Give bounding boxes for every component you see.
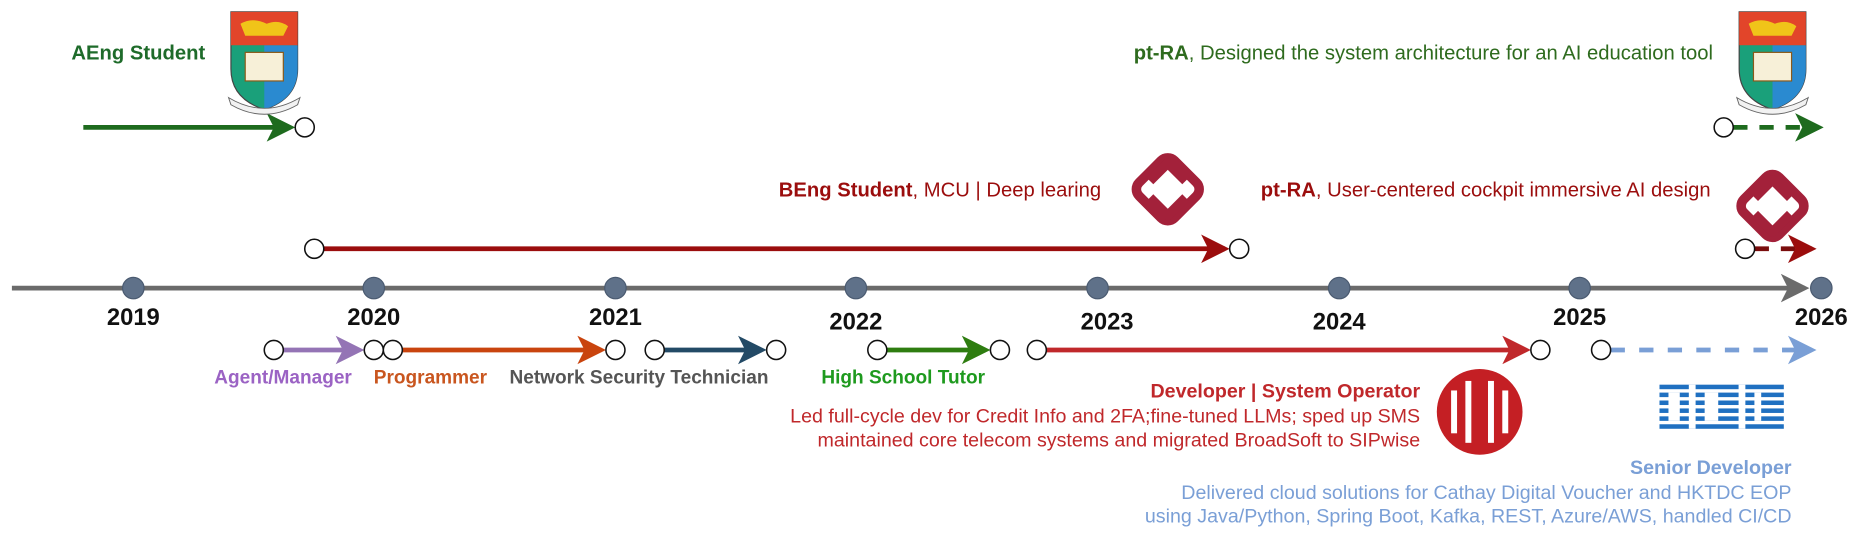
milestone-circle — [294, 117, 316, 138]
milestone-circle — [605, 339, 626, 361]
developer-block: Developer | System Operator Led full-cyc… — [790, 381, 1420, 452]
milestone-circle — [363, 339, 385, 361]
hku-crest-logo-2 — [1735, 11, 1810, 115]
ptra-hku-detail: , Designed the system architecture for a… — [1188, 41, 1713, 65]
senior-developer-block: Senior Developer Delivered cloud solutio… — [1145, 457, 1792, 528]
milestone-circle — [644, 339, 666, 361]
beng-title: BEng Student — [778, 178, 913, 202]
milestone-circle — [867, 339, 888, 361]
ptra-hku-title: pt-RA — [1133, 41, 1189, 65]
ptra-polyu-label: pt-RA, User-centered cockpit immersive A… — [1261, 179, 1711, 202]
year-label-2023: 2023 — [1080, 309, 1134, 336]
year-label-2026: 2026 — [1794, 304, 1848, 331]
year-label-2020: 2020 — [347, 304, 401, 331]
aeng-student-label: AEng Student — [71, 41, 206, 65]
year-label-2021: 2021 — [588, 304, 642, 331]
citic-logo — [1436, 369, 1523, 455]
milestone-circle — [1590, 339, 1612, 361]
ptra-polyu-detail: , User-centered cockpit immersive AI des… — [1315, 178, 1711, 202]
milestone-circle — [765, 339, 787, 361]
programmer-label: Programmer — [373, 367, 488, 389]
developer-line-2: maintained core telecom systems and migr… — [817, 429, 1421, 452]
senior-developer-line-2: using Java/Python, Spring Boot, Kafka, R… — [1144, 505, 1792, 528]
agent-manager-label: Agent/Manager — [214, 367, 352, 389]
milestone-circle — [1734, 238, 1756, 260]
year-dot-2020 — [362, 276, 386, 300]
polyu-logo — [1131, 153, 1204, 226]
milestone-circle — [382, 339, 404, 361]
hku-crest-logo — [227, 11, 301, 115]
milestone-circle — [263, 339, 285, 361]
ibm-logo — [1659, 384, 1784, 429]
high-school-tutor-label: High School Tutor — [821, 367, 986, 389]
polyu-logo-2 — [1736, 169, 1809, 243]
year-dot-2023 — [1086, 276, 1109, 300]
ptra-polyu-title: pt-RA — [1260, 178, 1316, 202]
network-security-label: Network Security Technician — [509, 367, 769, 389]
beng-student-label: BEng Student, MCU | Deep learing — [779, 179, 1101, 202]
year-dot-2025 — [1568, 276, 1591, 300]
year-dot-2022 — [844, 276, 868, 300]
milestone-circle — [1228, 238, 1250, 260]
year-dot-2021 — [604, 276, 627, 300]
year-label-2024: 2024 — [1312, 309, 1366, 336]
year-dot-2026 — [1810, 276, 1833, 300]
senior-developer-title: Senior Developer — [1629, 457, 1792, 479]
milestone-circle — [1530, 339, 1551, 361]
year-label-2019: 2019 — [106, 304, 160, 331]
year-label-2022: 2022 — [829, 309, 883, 336]
milestone-circle — [989, 339, 1011, 361]
milestone-circle — [1713, 117, 1734, 138]
ptra-hku-label: pt-RA, Designed the system architecture … — [1134, 42, 1713, 65]
year-dot-2024 — [1327, 276, 1351, 300]
year-dot-2019 — [122, 276, 145, 300]
developer-title: Developer | System Operator — [1150, 380, 1421, 403]
developer-line-1: Led full-cycle dev for Credit Info and 2… — [790, 405, 1421, 428]
year-label-2025: 2025 — [1553, 304, 1607, 331]
beng-detail: , MCU | Deep learing — [912, 178, 1102, 202]
milestone-circle — [303, 238, 325, 260]
senior-developer-line-1: Delivered cloud solutions for Cathay Dig… — [1181, 482, 1792, 504]
milestone-circle — [1026, 339, 1048, 361]
